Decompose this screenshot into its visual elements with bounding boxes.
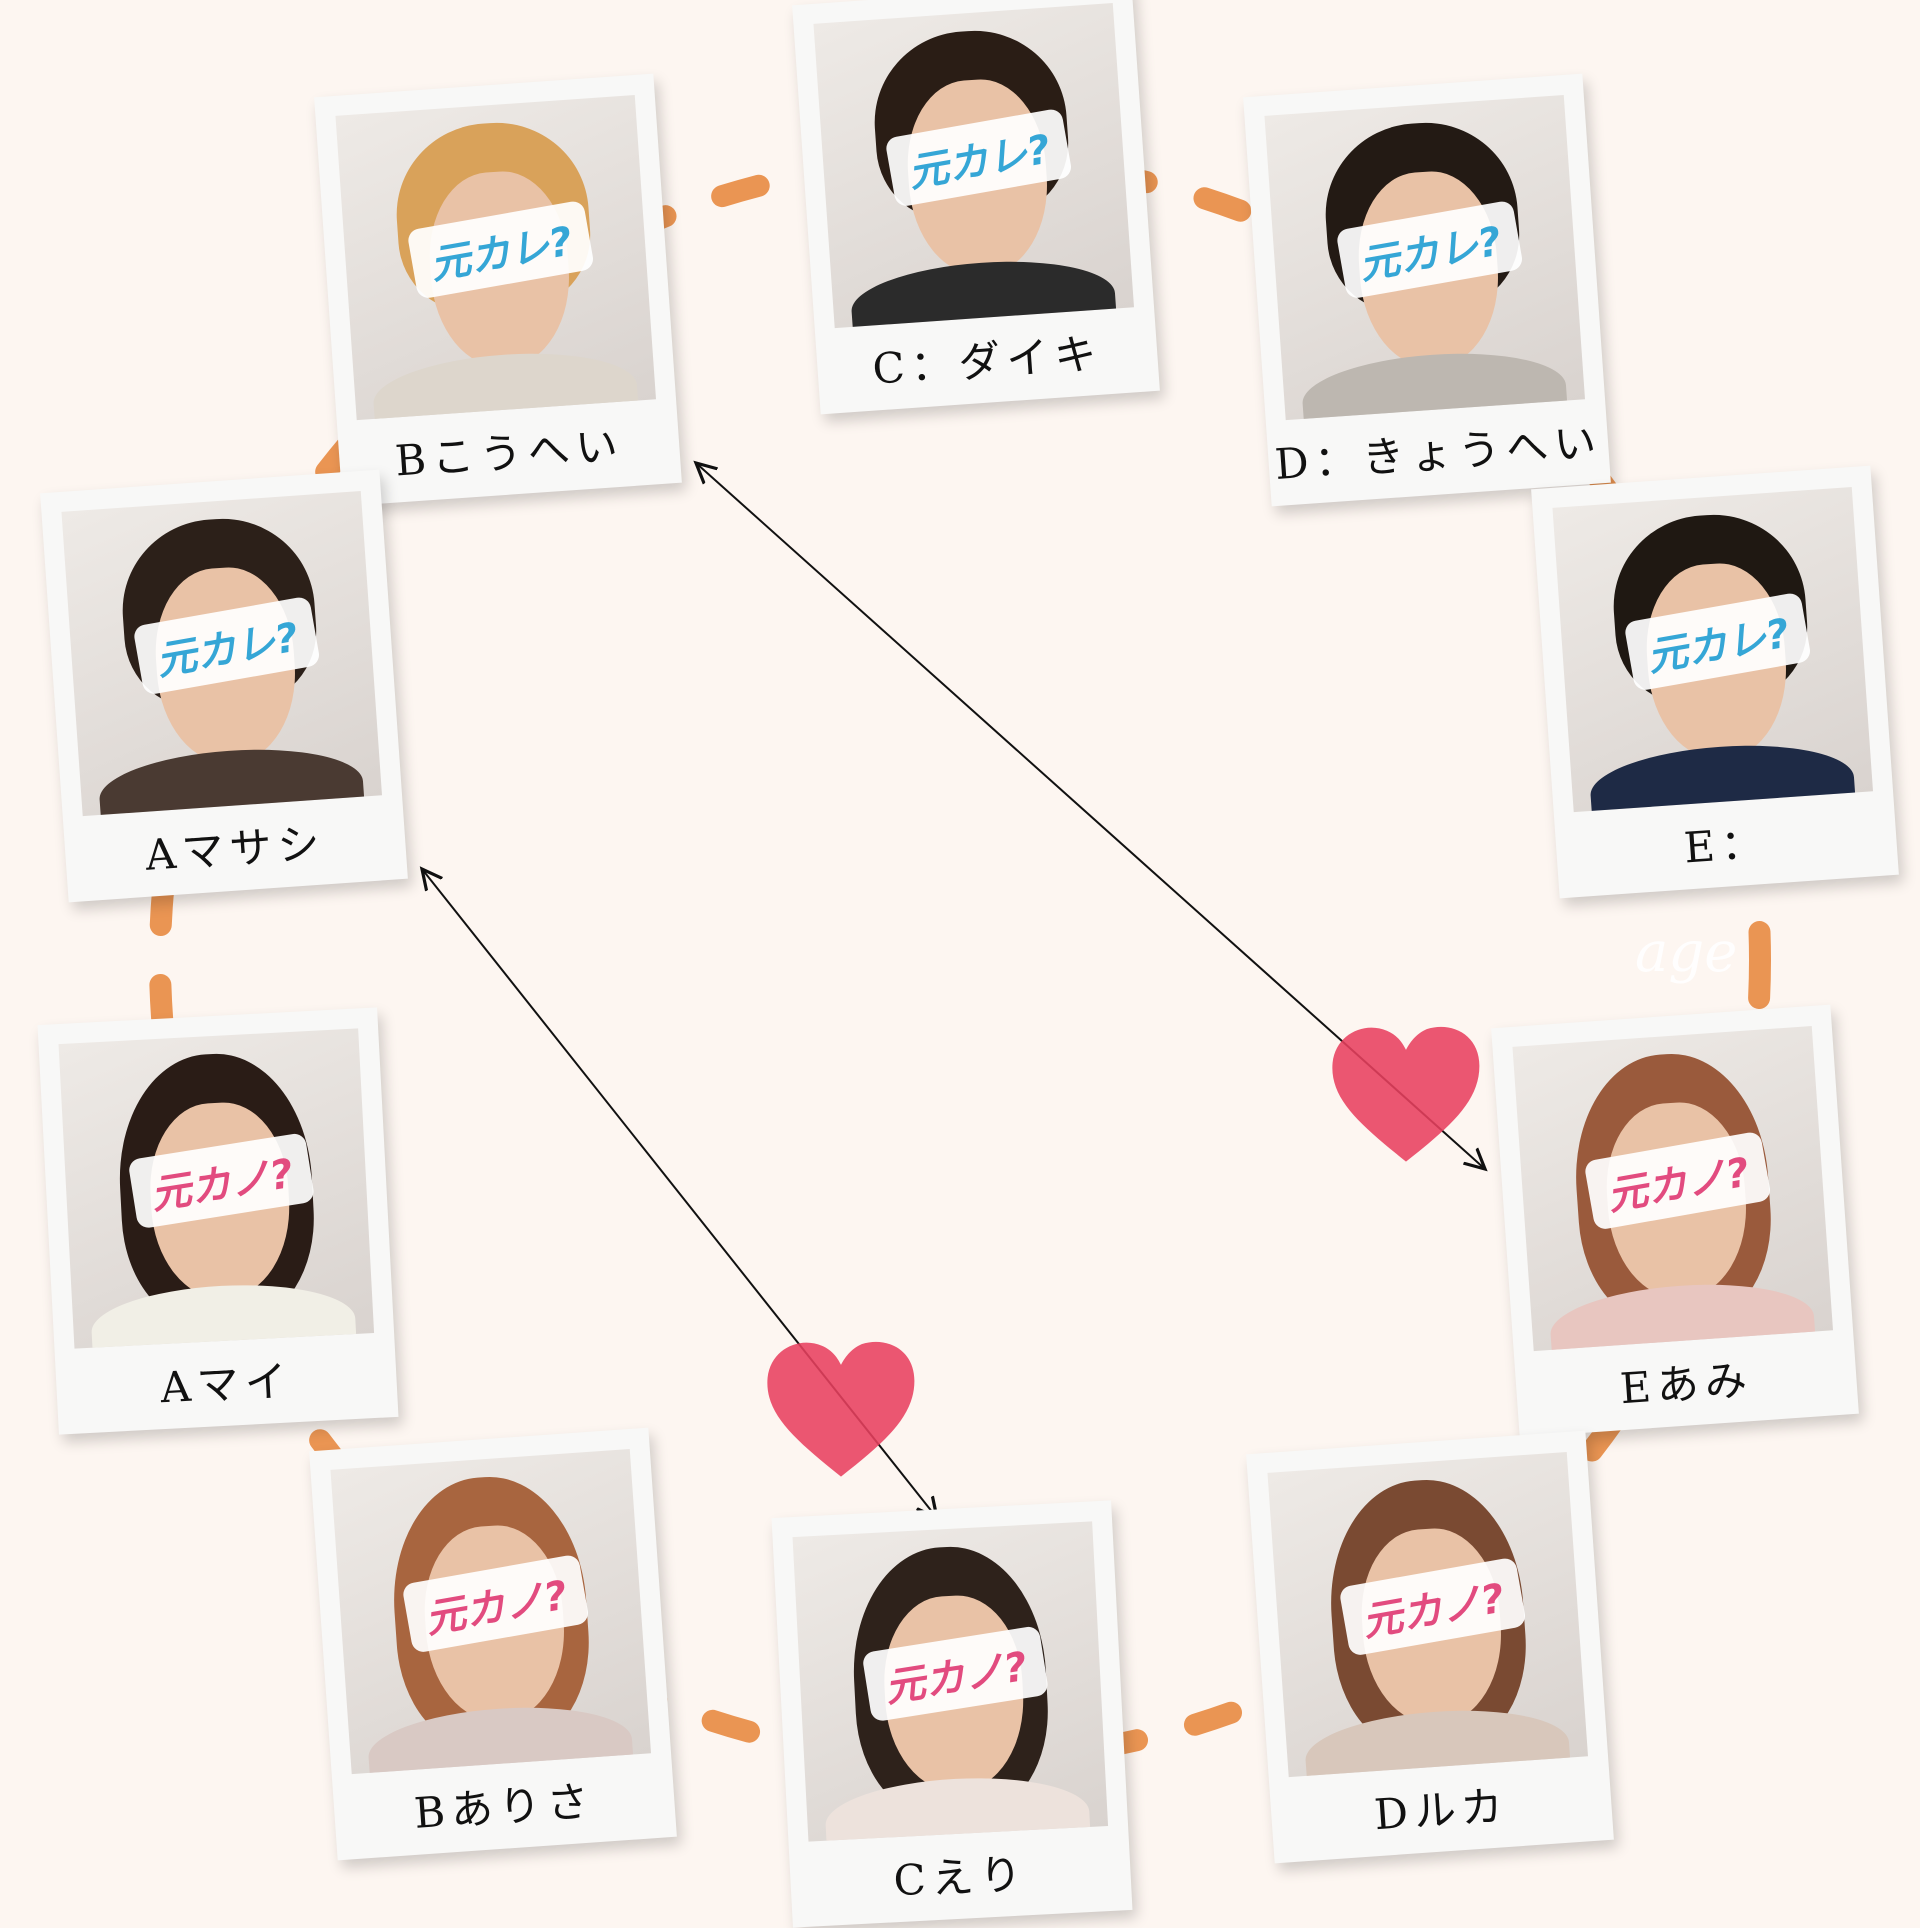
- person-name-label: C：ダイキ: [870, 328, 1104, 394]
- polaroid-e-ami: 元カノ? Eあみ: [1491, 1004, 1859, 1438]
- profile-photo: 元カレ?: [1552, 486, 1874, 813]
- profile-photo: 元カレ?: [61, 490, 383, 817]
- polaroid-e: 元カレ? E：: [1531, 465, 1899, 899]
- polaroid-a-masashi: 元カレ? Aマサシ: [40, 469, 408, 903]
- person-name-label: D：きょうへい: [1273, 417, 1604, 489]
- person-name-label: Aマイ: [159, 1356, 294, 1413]
- polaroid-a-mai: 元カノ? Aマイ: [37, 1007, 399, 1435]
- profile-photo: 元カノ?: [1512, 1025, 1834, 1352]
- profile-photo: 元カノ?: [330, 1448, 652, 1775]
- polaroid-b-kouhei: 元カレ? Bこうへい: [314, 73, 682, 507]
- person-name-label: Cえり: [892, 1849, 1029, 1906]
- profile-photo: 元カレ?: [1264, 94, 1586, 421]
- profile-photo: 元カレ?: [813, 2, 1135, 329]
- person-name-label: Bありさ: [412, 1776, 597, 1838]
- person-name-label: Bこうへい: [393, 420, 626, 486]
- polaroid-b-arisa: 元カノ? Bありさ: [309, 1427, 677, 1861]
- profile-photo: 元カノ?: [58, 1028, 375, 1349]
- polaroid-c-eri: 元カノ? Cえり: [771, 1500, 1133, 1928]
- profile-photo: 元カノ?: [792, 1521, 1109, 1842]
- profile-photo: 元カレ?: [335, 94, 657, 421]
- heart-icon: [1332, 1026, 1480, 1162]
- person-name-label: Dルカ: [1372, 1780, 1511, 1840]
- polaroid-d-ruka: 元カノ? Dルカ: [1246, 1430, 1614, 1864]
- polaroid-d-kyouhei: 元カレ? D：きょうへい: [1243, 73, 1611, 507]
- profile-photo: 元カノ?: [1267, 1451, 1589, 1778]
- polaroid-c-daiki: 元カレ? C：ダイキ: [792, 0, 1160, 415]
- person-name-label: Eあみ: [1618, 1355, 1755, 1414]
- heart-icon: [767, 1341, 915, 1477]
- watermark: age: [1635, 920, 1738, 985]
- person-name-label: E：: [1682, 817, 1771, 873]
- person-name-label: Aマサシ: [143, 818, 328, 880]
